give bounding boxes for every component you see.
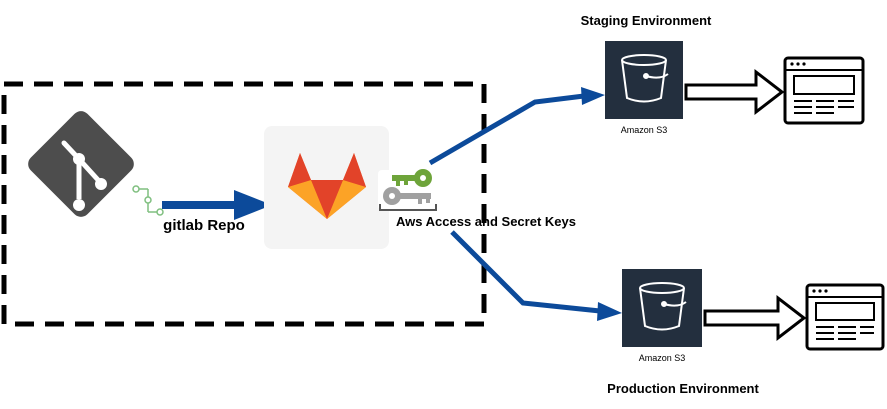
s3-production-label: Amazon S3 (639, 353, 686, 363)
branch-connector-icon (132, 185, 164, 216)
gitlab-fox-icon (264, 126, 389, 249)
webpage-icon (783, 56, 865, 125)
git-logo-icon (28, 111, 134, 217)
arrow-git-to-gitlab (162, 190, 272, 220)
ci-boundary-box (1, 81, 487, 327)
s3-bucket-icon (639, 282, 687, 331)
arrow-s3-to-webpage-staging (684, 68, 785, 116)
s3-bucket-production (622, 269, 702, 347)
s3-bucket-icon (621, 54, 669, 103)
s3-bucket-staging (605, 41, 683, 119)
production-environment-title: Production Environment (607, 381, 759, 396)
gitlab-repo-label: gitlab Repo (163, 217, 245, 234)
arrow-s3-to-webpage-production (703, 294, 807, 342)
webpage-icon (805, 283, 885, 351)
staging-environment-title: Staging Environment (581, 13, 712, 28)
arrow-to-staging (428, 87, 605, 166)
arrow-to-production (450, 230, 622, 321)
s3-staging-label: Amazon S3 (621, 125, 668, 135)
keys-icon (378, 169, 438, 211)
aws-keys-label: Aws Access and Secret Keys (396, 214, 576, 229)
